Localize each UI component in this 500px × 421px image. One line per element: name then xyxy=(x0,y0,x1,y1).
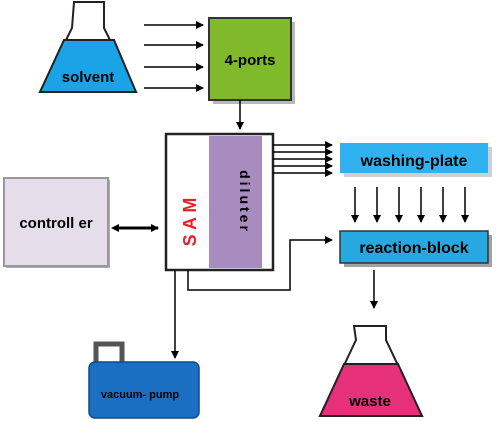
washing-to-reaction-arrows xyxy=(351,187,469,223)
ports-label: 4-ports xyxy=(225,52,276,69)
sam-unit: S A M diluter xyxy=(164,132,275,272)
ports-box: 4-ports xyxy=(208,17,295,104)
washing-plate-box: washing-plate xyxy=(340,143,492,177)
solvent-to-ports-arrows xyxy=(144,21,204,92)
diluter-label: diluter xyxy=(237,170,253,234)
washing-plate-label: washing-plate xyxy=(360,153,468,170)
vacuum-pump-label: vacuum- pump xyxy=(101,389,180,401)
waste-flask-icon: waste xyxy=(318,325,424,417)
solvent-flask-icon: solvent xyxy=(38,1,138,93)
sam-to-washing-arrows xyxy=(273,141,333,177)
reaction-block-box: reaction-block xyxy=(339,230,492,267)
sam-label: S A M xyxy=(180,198,200,247)
sam-to-reaction-arrow xyxy=(187,236,333,291)
reaction-block-label: reaction-block xyxy=(359,240,468,257)
controller-label: controll er xyxy=(19,215,93,232)
waste-label: waste xyxy=(348,393,391,410)
solvent-label: solvent xyxy=(62,69,115,86)
controller-box: controll er xyxy=(3,177,110,268)
vacuum-pump-icon: vacuum- pump xyxy=(88,341,200,419)
